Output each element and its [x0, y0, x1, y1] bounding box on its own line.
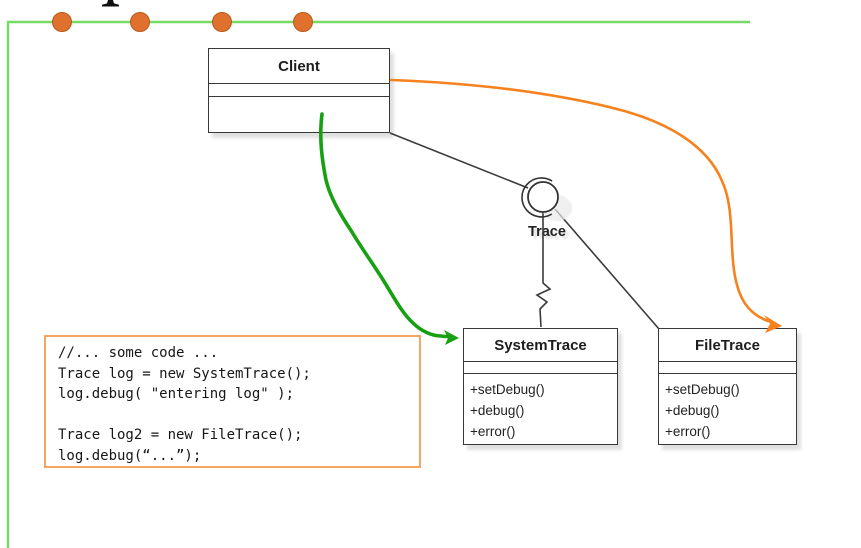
client-attributes-compartment: [209, 84, 389, 97]
class-box-systemtrace: SystemTrace +setDebug() +debug() +error(…: [463, 328, 618, 445]
systemtrace-methods-compartment: +setDebug() +debug() +error(): [464, 374, 617, 442]
class-title-systemtrace: SystemTrace: [464, 329, 617, 362]
socket-arc: [521, 177, 553, 218]
lollipop-shadow: [542, 195, 572, 221]
code-line: Trace log = new SystemTrace();: [58, 365, 311, 382]
method-item: +debug(): [665, 403, 720, 418]
code-annotation-box: //... some code ... Trace log = new Syst…: [44, 335, 421, 468]
clipped-text-fragment: [102, 0, 119, 7]
interface-label-trace: Trace: [528, 224, 566, 240]
orange-arrow-shaft: [389, 78, 770, 323]
interface-lollipop-icon: [521, 177, 572, 221]
client-to-interface-connector: [389, 132, 529, 189]
green-arrow-shaft: [319, 112, 454, 339]
method-item: +setDebug(): [470, 382, 545, 397]
milestone-dot-icon: [293, 12, 313, 32]
method-item: +error(): [665, 424, 711, 439]
green-arrowhead: [444, 330, 459, 345]
code-line: [58, 405, 419, 426]
milestone-dot-icon: [52, 12, 72, 32]
method-item: +debug(): [470, 403, 525, 418]
code-line: log.debug( "entering log" );: [58, 386, 295, 402]
systemtrace-attributes-compartment: [464, 362, 617, 374]
timeline-dots: [52, 12, 313, 32]
milestone-dot-icon: [130, 12, 150, 32]
green-curved-arrow: [319, 112, 459, 345]
filetrace-methods-compartment: +setDebug() +debug() +error(): [659, 374, 796, 442]
class-title-client: Client: [209, 49, 389, 84]
orange-curved-arrow: [389, 78, 782, 333]
filetrace-attributes-compartment: [659, 362, 796, 374]
code-line: //... some code ...: [58, 345, 219, 361]
method-item: +setDebug(): [665, 382, 740, 397]
class-box-filetrace: FileTrace +setDebug() +debug() +error(): [658, 328, 797, 445]
code-line: log.debug(“...”);: [58, 447, 202, 464]
class-title-filetrace: FileTrace: [659, 329, 796, 362]
method-item: +error(): [470, 424, 516, 439]
milestone-dot-icon: [212, 12, 232, 32]
provided-interface-circle: [527, 181, 559, 213]
class-box-client: Client: [208, 48, 390, 133]
code-line: Trace log2 = new FileTrace();: [58, 427, 303, 443]
